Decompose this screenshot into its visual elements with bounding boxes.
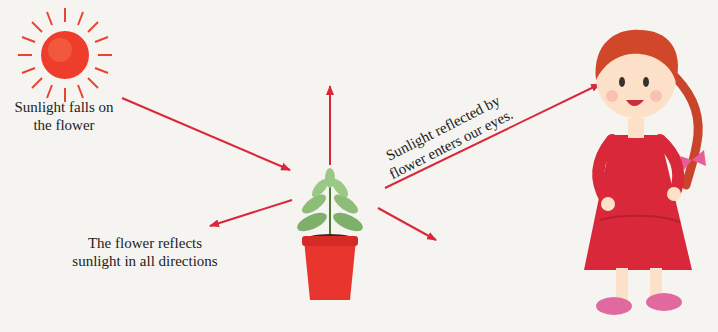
light-rays (122, 84, 600, 240)
caption-text: The flower reflects sunlight in all dire… (70, 234, 220, 270)
caption-text: Sunlight falls on the flower (12, 98, 116, 134)
girl (584, 30, 706, 315)
potted-plant (295, 168, 366, 300)
caption-text: Sunlight reflected by flower enters our … (377, 89, 516, 184)
sun (18, 8, 112, 102)
